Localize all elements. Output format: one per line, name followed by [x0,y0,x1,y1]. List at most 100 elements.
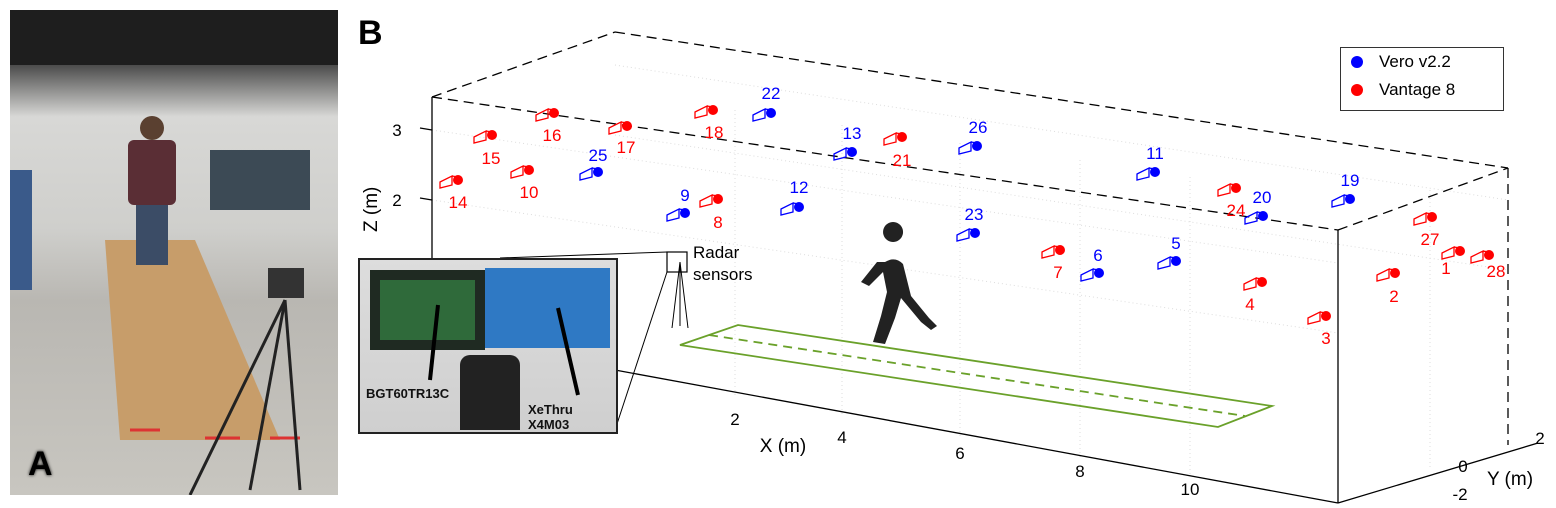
camera-id-label: 24 [1227,201,1246,220]
camera-point [593,167,603,177]
camera-id-label: 25 [589,146,608,165]
walkway [679,324,1276,428]
legend-label: Vero v2.2 [1379,52,1451,71]
lab-photo [10,10,338,495]
z-tick: 3 [392,121,401,140]
camera-id-label: 17 [617,138,636,157]
camera-marker: 1 [1441,245,1465,278]
panel-label-a: A [28,445,53,483]
legend-item-vantage: Vantage 8 [1341,76,1503,104]
camera-marker: 14 [439,174,468,212]
camera-point [1345,194,1355,204]
camera-id-label: 16 [543,126,562,145]
z-tick: 2 [392,191,401,210]
camera-point [1257,277,1267,287]
y-axis-label: Y (m) [1487,469,1533,490]
camera-id-label: 14 [449,193,468,212]
camera-point [680,208,690,218]
camera-id-label: 20 [1253,188,1272,207]
camera-point [1321,311,1331,321]
camera-point [1171,256,1181,266]
camera-point [897,132,907,142]
camera-id-label: 8 [713,213,722,232]
camera-id-label: 27 [1421,230,1440,249]
camera-id-label: 15 [482,149,501,168]
camera-marker: 19 [1331,171,1360,208]
camera-marker: 27 [1413,211,1440,249]
radar-sensor-inset-photo: BGT60TR13C XeThru X4M03 [358,258,618,434]
camera-marker: 15 [473,129,501,168]
camera-marker: 10 [510,164,539,202]
camera-marker: 22 [752,84,781,122]
camera-marker: 4 [1243,276,1267,314]
x-tick: 4 [837,428,846,447]
y-tick: 0 [1458,457,1467,476]
camera-marker: 17 [608,120,636,157]
camera-point [622,121,632,131]
camera-marker: 11 [1136,144,1164,181]
x-tick: 10 [1181,480,1200,499]
legend: Vero v2.2 Vantage 8 [1340,47,1504,111]
camera-marker: 9 [666,186,690,222]
x-axis-label: X (m) [760,436,806,457]
camera-marker: 12 [780,178,808,216]
camera-id-label: 19 [1341,171,1360,190]
camera-point [794,202,804,212]
camera-id-label: 6 [1093,246,1102,265]
red-dot-icon [1351,84,1363,96]
camera-id-label: 23 [965,205,984,224]
camera-id-label: 9 [680,186,689,205]
y-tick: -2 [1452,485,1467,504]
camera-id-label: 4 [1245,295,1254,314]
camera-marker: 6 [1080,246,1104,282]
camera-point [1484,250,1494,260]
camera-point [847,147,857,157]
camera-id-label: 13 [843,124,862,143]
camera-point [708,105,718,115]
camera-point [1427,212,1437,222]
camera-point [1231,183,1241,193]
camera-marker: 3 [1307,310,1331,348]
camera-id-label: 21 [893,151,912,170]
camera-point [713,194,723,204]
camera-point [453,175,463,185]
radar-label-line1: Radar [693,243,740,262]
legend-label: Vantage 8 [1379,80,1456,99]
tripod [248,299,287,491]
camera-id-label: 3 [1321,329,1330,348]
blue-dot-icon [1351,56,1363,68]
x-tick: 6 [955,444,964,463]
z-axis-label: Z (m) [361,187,382,232]
camera-marker: 13 [833,124,862,161]
camera-marker: 8 [699,193,723,232]
camera-marker: 20 [1244,188,1272,225]
camera-id-label: 28 [1487,262,1506,281]
camera-marker: 5 [1157,234,1181,270]
camera-marker: 2 [1376,267,1400,306]
camera-marker: 26 [958,118,987,155]
camera-marker: 23 [956,205,984,242]
x-tick: 2 [730,410,739,429]
walking-person-icon [861,222,937,344]
xethru-label: XeThru X4M03 [528,402,573,432]
camera-id-label: 22 [762,84,781,103]
camera-point [487,130,497,140]
walkway-floor [105,240,280,440]
camera-id-label: 2 [1389,287,1398,306]
camera-point [766,108,776,118]
camera-marker: 28 [1470,249,1506,281]
legend-item-vero: Vero v2.2 [1341,48,1503,76]
x-tick: 8 [1075,462,1084,481]
camera-id-label: 10 [520,183,539,202]
camera-point [972,141,982,151]
camera-id-label: 5 [1171,234,1180,253]
camera-id-label: 7 [1053,263,1062,282]
camera-marker: 18 [694,104,723,142]
radar-sensors-marker [499,251,689,431]
camera-point [1390,268,1400,278]
person-head [140,116,164,140]
camera-id-label: 11 [1146,144,1164,163]
